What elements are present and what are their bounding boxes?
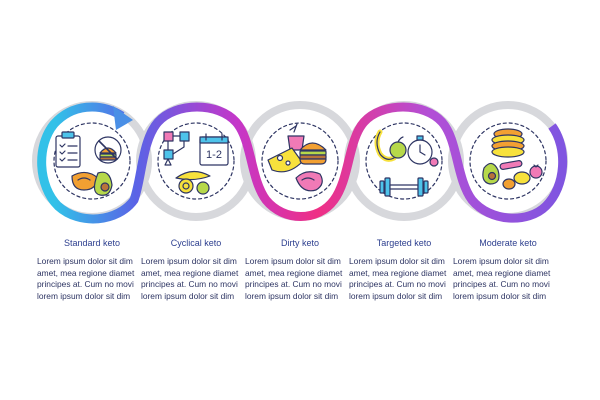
pancakes-avocado-eggs-icon [469, 122, 547, 200]
step-title: Dirty keto [280, 238, 319, 248]
step-description-line: amet, mea regione diamet [245, 267, 343, 278]
step-title: Standard keto [63, 238, 121, 248]
step-description-line: Lorem ipsum dolor sit dim [453, 256, 549, 266]
step-moderate-keto: Moderate keto Lorem ipsum dolor sit dim … [453, 238, 563, 302]
step-cyclical-keto: Cyclical keto Lorem ipsum dolor sit dim … [141, 238, 251, 302]
ribbon-arrowhead [113, 106, 133, 130]
step-description: Lorem ipsum dolor sit dim amet, mea regi… [245, 256, 355, 302]
step-description-line: Lorem ipsum dolor sit dim [141, 256, 237, 266]
step-description-line: amet, mea regione diamet [453, 267, 551, 278]
gradient-ribbon [37, 102, 568, 224]
step-description-line: lorem ipsum dolor sit dim [37, 290, 131, 301]
step-description-line: principes at. Cum no movi [453, 279, 550, 290]
step-standard-keto: Standard keto Lorem ipsum dolor sit dim … [37, 238, 147, 302]
step-description-line: amet, mea regione diamet [349, 267, 447, 278]
step-title: Cyclical keto [170, 238, 222, 248]
step-title: Moderate keto [479, 238, 537, 248]
step-description-line: amet, mea regione diamet [141, 267, 239, 278]
step-description-line: Lorem ipsum dolor sit dim [245, 256, 341, 266]
calendar-label: 1-2 [206, 149, 222, 161]
step-targeted-keto: Targeted keto Lorem ipsum dolor sit dim … [349, 238, 459, 302]
step-description-line: principes at. Cum no movi [37, 279, 134, 290]
step-description-line: amet, mea regione diamet [37, 267, 135, 278]
step-description: Lorem ipsum dolor sit dim amet, mea regi… [141, 256, 251, 302]
step-description-line: principes at. Cum no movi [141, 279, 238, 290]
step-description: Lorem ipsum dolor sit dim amet, mea regi… [349, 256, 459, 302]
step-title: Targeted keto [376, 238, 432, 248]
step-description-line: lorem ipsum dolor sit dim [349, 290, 443, 301]
step-description-line: lorem ipsum dolor sit dim [141, 290, 235, 301]
calendar-cycle-fruit-icon: 1-2 [157, 122, 235, 200]
cheese-burger-steak-icon [261, 122, 339, 200]
tape-stopwatch-dumbbell-icon [365, 122, 443, 200]
step-description-line: principes at. Cum no movi [245, 279, 342, 290]
step-description-line: Lorem ipsum dolor sit dim [349, 256, 445, 266]
step-description: Lorem ipsum dolor sit dim amet, mea regi… [453, 256, 563, 302]
step-description-line: lorem ipsum dolor sit dim [453, 290, 547, 301]
checklist-burger-avocado-icon [53, 122, 131, 200]
step-description: Lorem ipsum dolor sit dim amet, mea regi… [37, 256, 147, 302]
step-description-line: principes at. Cum no movi [349, 279, 446, 290]
step-description-line: lorem ipsum dolor sit dim [245, 290, 339, 301]
step-dirty-keto: Dirty keto Lorem ipsum dolor sit dim ame… [245, 238, 355, 302]
step-description-line: Lorem ipsum dolor sit dim [37, 256, 133, 266]
